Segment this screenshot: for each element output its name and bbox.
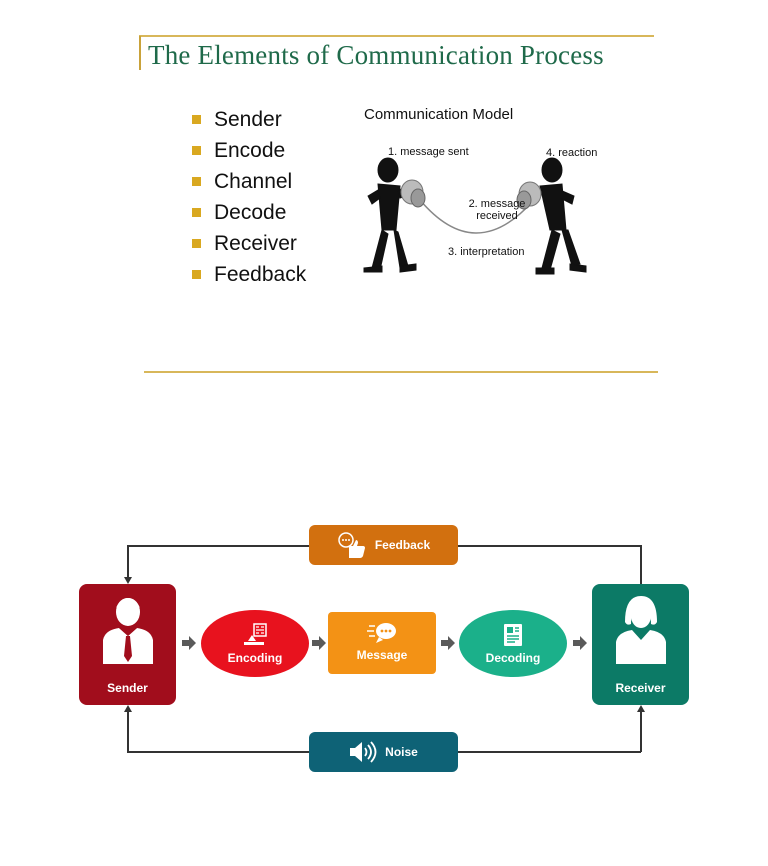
slide-title: The Elements of Communication Process (148, 40, 604, 70)
slide-bottom-rule (144, 371, 658, 373)
model-label-step2: 2. message received (468, 198, 526, 222)
noise-box: Noise (309, 732, 458, 772)
tin-can-string (419, 199, 533, 234)
title-accent-bar (139, 36, 141, 70)
feedback-line-sender (127, 545, 129, 578)
sender-person-icon (103, 598, 153, 664)
arrow-sender-encoding-icon (182, 636, 196, 650)
noise-line-receiver (640, 712, 642, 752)
bullet-square-icon (192, 239, 201, 248)
encoding-node: Encoding (201, 610, 309, 677)
speaker-icon (350, 741, 377, 763)
model-label-step3: 3. interpretation (448, 246, 525, 258)
list-item: Channel (192, 166, 306, 197)
noise-arrowhead-receiver-icon (637, 705, 645, 712)
feedback-line-left (127, 545, 309, 547)
bullet-square-icon (192, 146, 201, 155)
sender-figure-icon (363, 157, 417, 273)
noise-line-left (127, 751, 309, 753)
sender-label: Sender (107, 681, 148, 695)
feedback-line-right (458, 545, 641, 547)
decoding-node: Decoding (459, 610, 567, 677)
bullet-square-icon (192, 208, 201, 217)
list-item: Decode (192, 197, 306, 228)
feedback-arrowhead-icon (124, 577, 132, 584)
list-item: Feedback (192, 259, 306, 290)
feedback-thumbs-up-icon (338, 532, 365, 558)
bullet-square-icon (192, 270, 201, 279)
element-list: Sender Encode Channel Decode Receiver Fe… (192, 104, 306, 290)
arrow-decoding-receiver-icon (573, 636, 587, 650)
model-label-step1: 1. message sent (388, 146, 469, 158)
arrow-message-decoding-icon (441, 636, 455, 650)
feedback-box: Feedback (309, 525, 458, 565)
receiver-label: Receiver (615, 681, 666, 695)
receiver-figure-icon (525, 157, 587, 275)
bullet-square-icon (192, 177, 201, 186)
list-item: Encode (192, 135, 306, 166)
model-title: Communication Model (364, 106, 514, 123)
sender-box: Sender (79, 584, 176, 705)
encoding-icon (244, 623, 267, 645)
tin-can-right-icon (516, 181, 542, 210)
noise-line-right (458, 751, 641, 753)
message-speech-bubble-icon (367, 623, 396, 643)
tin-can-left-icon (400, 179, 426, 208)
noise-arrowhead-sender-icon (124, 705, 132, 712)
title-rule (139, 35, 654, 37)
feedback-line-receiver (640, 545, 642, 584)
message-node: Message (328, 612, 436, 674)
list-item: Receiver (192, 228, 306, 259)
model-label-step4: 4. reaction (546, 147, 598, 159)
noise-line-sender (127, 712, 129, 752)
communication-model-illustration (363, 157, 587, 275)
receiver-person-icon (616, 596, 666, 664)
receiver-box: Receiver (592, 584, 689, 705)
arrow-encoding-message-icon (312, 636, 326, 650)
list-item: Sender (192, 104, 306, 135)
bullet-square-icon (192, 115, 201, 124)
decoding-document-icon (504, 624, 522, 646)
